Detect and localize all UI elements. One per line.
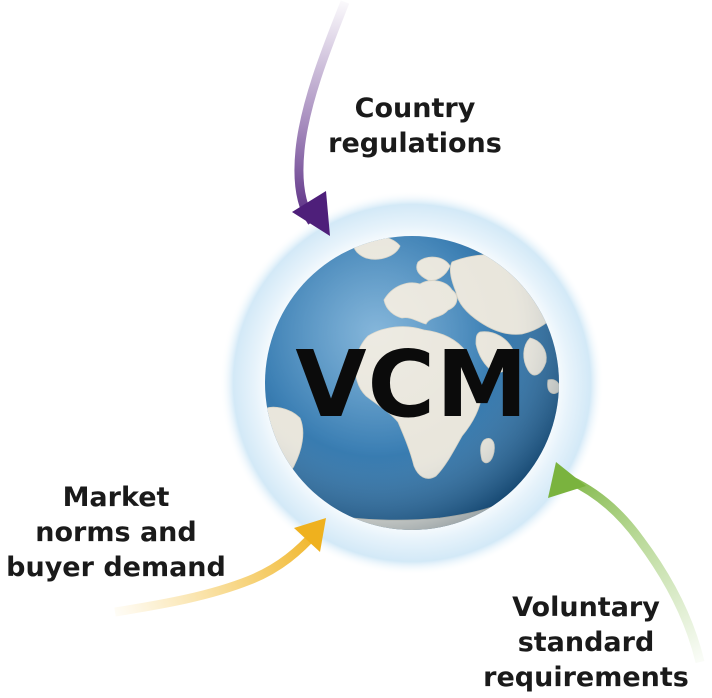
market-arrow	[114, 518, 326, 617]
market-line-3: buyer demand	[6, 552, 226, 583]
globe-shading	[265, 236, 559, 530]
country-line-2: regulations	[328, 128, 502, 159]
country-line-1: Country	[354, 93, 476, 124]
market-norms-label: Market norms and buyer demand	[0, 480, 232, 585]
market-line-1: Market	[62, 482, 170, 513]
country-arrow	[292, 0, 350, 236]
voluntary-line-2: standard	[517, 627, 655, 658]
vcm-label: VCM	[295, 331, 529, 438]
country-regulations-label: Country regulations	[300, 91, 530, 161]
voluntary-standard-label: Voluntary standard requirements	[470, 590, 702, 695]
market-line-2: norms and	[35, 517, 197, 548]
voluntary-line-1: Voluntary	[512, 592, 660, 623]
voluntary-arrow	[548, 462, 705, 664]
voluntary-line-3: requirements	[483, 662, 689, 693]
